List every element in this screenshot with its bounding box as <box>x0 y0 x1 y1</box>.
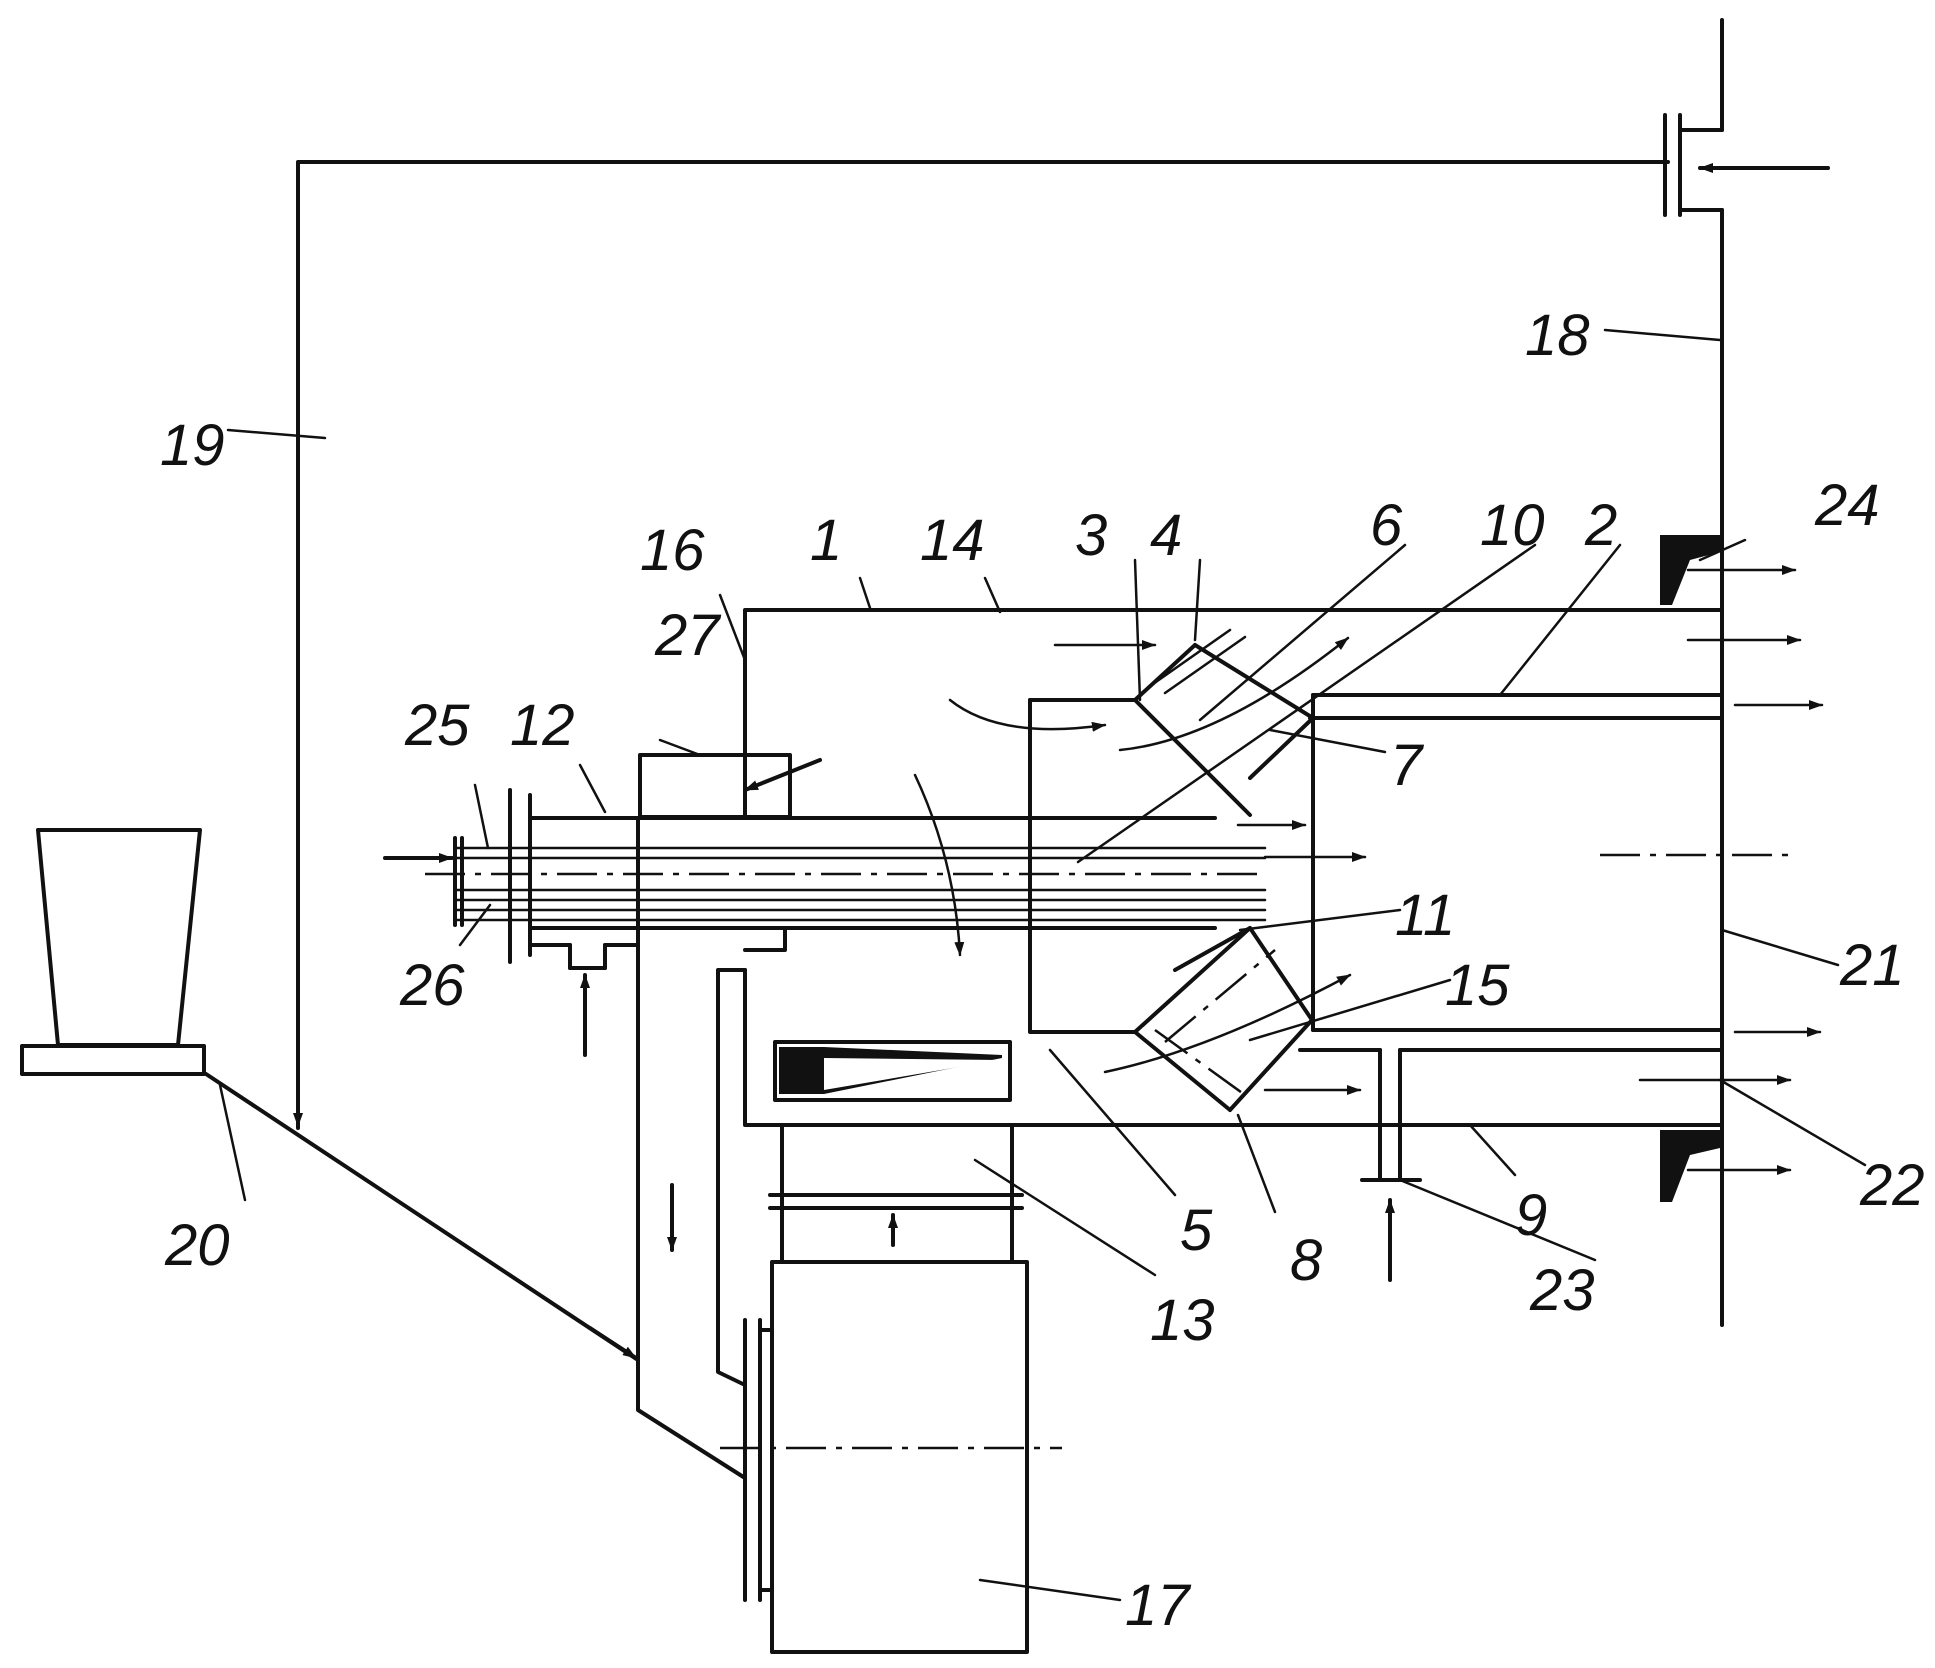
cone-3 <box>1030 630 1313 1110</box>
neck-13 <box>770 1125 1022 1262</box>
label-24: 24 <box>1814 473 1880 538</box>
leader-lines <box>220 330 1865 1600</box>
labels: 1 14 3 4 6 10 2 24 16 27 25 12 26 19 18 … <box>160 303 1925 1638</box>
fixture-24-bottom <box>1660 1130 1720 1202</box>
conveyor-20 <box>206 1074 638 1360</box>
duct-to-fan <box>638 818 745 1478</box>
label-1: 1 <box>810 508 842 573</box>
label-6: 6 <box>1370 493 1403 558</box>
label-19: 19 <box>160 413 225 478</box>
label-22: 22 <box>1859 1153 1925 1218</box>
label-23: 23 <box>1529 1258 1595 1323</box>
label-4: 4 <box>1150 503 1182 568</box>
label-18: 18 <box>1525 303 1590 368</box>
label-7: 7 <box>1390 733 1425 798</box>
pipe-12 <box>385 790 1265 1055</box>
label-20: 20 <box>164 1213 230 1278</box>
label-17: 17 <box>1125 1573 1192 1638</box>
label-16: 16 <box>640 518 705 583</box>
label-11: 11 <box>1395 883 1455 948</box>
label-9: 9 <box>1515 1183 1547 1248</box>
hopper <box>22 830 204 1074</box>
label-14: 14 <box>920 508 985 573</box>
fan-17 <box>720 1262 1062 1652</box>
label-15: 15 <box>1445 953 1510 1018</box>
label-26: 26 <box>399 953 465 1018</box>
label-2: 2 <box>1584 493 1617 558</box>
label-8: 8 <box>1290 1228 1322 1293</box>
box-27 <box>640 755 820 817</box>
label-10: 10 <box>1480 493 1545 558</box>
label-27: 27 <box>654 603 722 668</box>
label-12: 12 <box>510 693 575 758</box>
label-13: 13 <box>1150 1288 1215 1353</box>
label-5: 5 <box>1180 1198 1213 1263</box>
label-3: 3 <box>1075 503 1107 568</box>
label-25: 25 <box>404 693 470 758</box>
label-21: 21 <box>1839 933 1905 998</box>
baffle <box>775 1042 1010 1100</box>
